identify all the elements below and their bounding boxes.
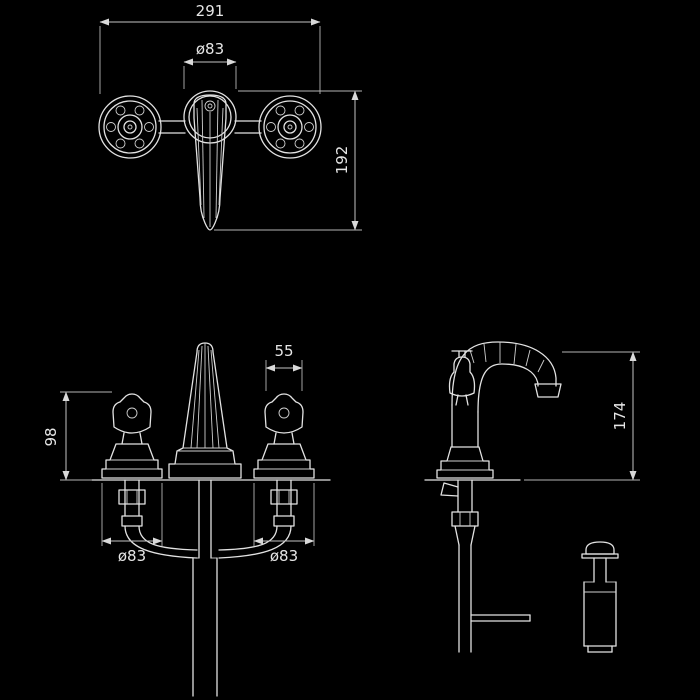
center-spout-front (168, 342, 242, 479)
dim-291-label: 291 (196, 2, 225, 20)
dim-98-label: 98 (42, 427, 60, 446)
dim-55-label: 55 (274, 342, 293, 360)
dimension-diam83-left: ø83 (101, 483, 163, 565)
right-cross-handle-top (258, 95, 322, 159)
dimension-192: 192 (214, 90, 362, 231)
right-handle-front (253, 393, 315, 479)
dim-o83-right-label: ø83 (270, 547, 298, 565)
top-view-wall-mixer: 291 ø83 192 (98, 2, 362, 231)
bottle-trap (581, 541, 619, 653)
center-lever-escutcheon (183, 90, 237, 231)
left-handle-front (101, 393, 163, 479)
dim-o83-top-label: ø83 (196, 40, 224, 58)
curved-spout-side (451, 341, 562, 413)
dim-174-label: 174 (611, 402, 629, 431)
left-shank-supply (118, 479, 198, 559)
dimension-174: 174 (524, 351, 640, 481)
pop-up-waste (440, 479, 531, 653)
left-cross-handle-top (98, 95, 162, 159)
right-shank-supply (218, 479, 298, 559)
dimension-diam83-right: ø83 (253, 483, 315, 565)
dimension-55: 55 (265, 342, 303, 391)
dimension-diam83-top: ø83 (183, 40, 237, 89)
connecting-arms (158, 120, 262, 134)
front-view-deck-mixer: 55 98 ø83 ø83 (42, 342, 331, 697)
dim-192-label: 192 (333, 146, 351, 175)
side-view-mixer: 174 (424, 341, 640, 653)
body-base-side (436, 404, 494, 479)
dimension-291: 291 (99, 2, 321, 94)
center-down-pipe (192, 479, 218, 697)
handle-side (448, 350, 476, 406)
dimension-98: 98 (42, 391, 112, 481)
dim-o83-left-label: ø83 (118, 547, 146, 565)
